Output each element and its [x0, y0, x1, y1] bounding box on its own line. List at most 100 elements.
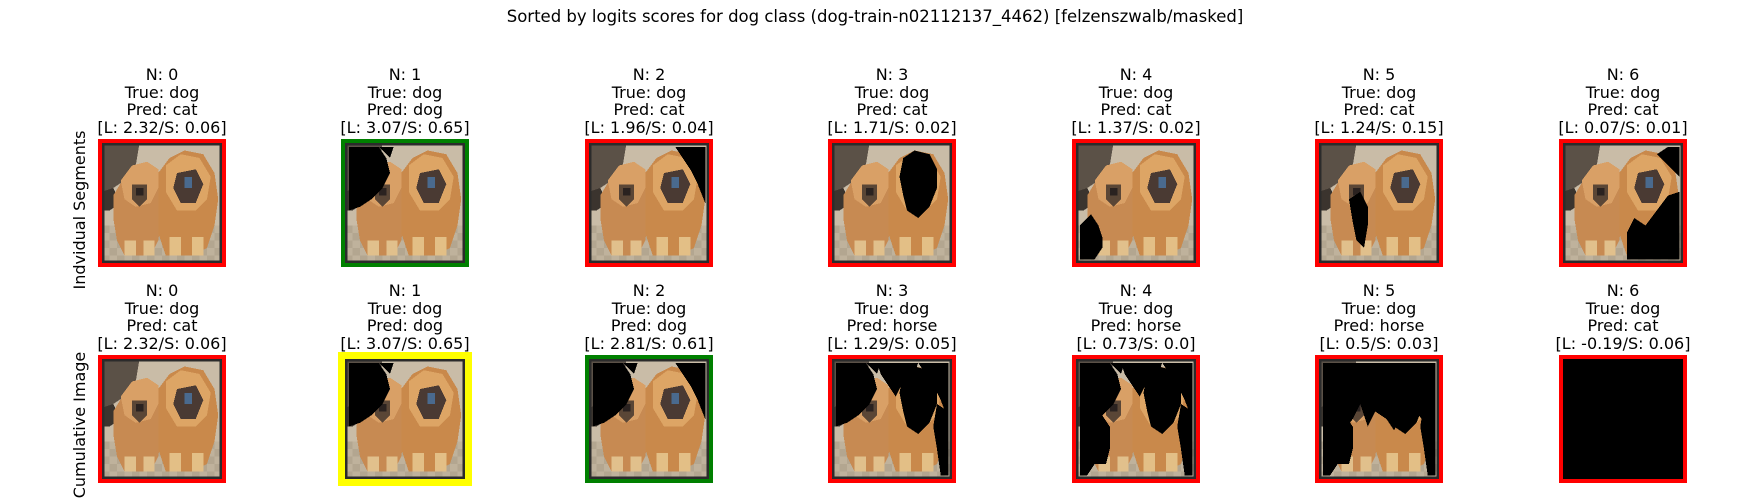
dog-image	[589, 359, 709, 479]
cell-index: N: 6	[1606, 65, 1640, 84]
cell-pred-label: Pred: cat	[1343, 100, 1415, 120]
image-tile	[828, 355, 956, 483]
cell-index: N: 4	[1119, 65, 1153, 84]
cell-pred-label: Pred: cat	[1587, 100, 1659, 120]
cell-true-label: True: dog	[1098, 82, 1174, 102]
cell-pred-label: Pred: cat	[1587, 316, 1659, 336]
cell-score: [L: 2.81/S: 0.61]	[584, 333, 714, 353]
cell-score: [L: -0.19/S: 0.06]	[1555, 333, 1691, 353]
cell-true-label: True: dog	[854, 82, 930, 102]
cell-true-label: True: dog	[611, 298, 687, 318]
cell-score: [L: 2.32/S: 0.06]	[97, 117, 227, 137]
cell-index: N: 1	[388, 65, 422, 84]
image-tile	[341, 139, 469, 267]
image-tile	[1072, 355, 1200, 483]
image-tile	[585, 355, 713, 483]
row-label: Indvidual Segments	[70, 130, 89, 290]
dog-image	[1319, 143, 1439, 263]
cell-pred-label: Pred: cat	[613, 100, 685, 120]
cell-score: [L: 1.37/S: 0.02]	[1071, 117, 1201, 137]
dog-image	[832, 143, 952, 263]
cell-true-label: True: dog	[1585, 82, 1661, 102]
cell-true-label: True: dog	[1341, 82, 1417, 102]
cell-true-label: True: dog	[124, 298, 200, 318]
cell-pred-label: Pred: horse	[1333, 316, 1425, 336]
dog-image	[345, 143, 465, 263]
cell-index: N: 5	[1362, 281, 1396, 300]
dog-image	[102, 359, 222, 479]
cell-pred-label: Pred: cat	[1100, 100, 1172, 120]
cell-true-label: True: dog	[854, 298, 930, 318]
image-tile	[585, 139, 713, 267]
cell-score: [L: 1.29/S: 0.05]	[827, 333, 957, 353]
cell-score: [L: 1.24/S: 0.15]	[1314, 117, 1444, 137]
cell-score: [L: 2.32/S: 0.06]	[97, 333, 227, 353]
figure-title: Sorted by logits scores for dog class (d…	[506, 7, 1244, 26]
image-tile	[1559, 355, 1687, 483]
dog-image	[1319, 359, 1439, 479]
cell-true-label: True: dog	[611, 82, 687, 102]
image-tile	[1315, 355, 1443, 483]
cell-score: [L: 0.73/S: 0.0]	[1076, 333, 1196, 353]
dog-image	[102, 143, 222, 263]
cell-index: N: 3	[875, 65, 909, 84]
image-tile	[338, 352, 472, 486]
cell-pred-label: Pred: cat	[126, 316, 198, 336]
image-tile	[828, 139, 956, 267]
cell-score: [L: 0.07/S: 0.01]	[1558, 117, 1688, 137]
cell-pred-label: Pred: horse	[1090, 316, 1182, 336]
cell-pred-label: Pred: dog	[366, 316, 444, 336]
image-tile	[1315, 139, 1443, 267]
cell-pred-label: Pred: dog	[610, 316, 688, 336]
cell-true-label: True: dog	[1341, 298, 1417, 318]
image-tile	[1072, 139, 1200, 267]
dog-image	[1563, 359, 1683, 479]
cell-pred-label: Pred: cat	[126, 100, 198, 120]
row-label: Cumulative Image	[70, 351, 89, 499]
cell-score: [L: 1.71/S: 0.02]	[827, 117, 957, 137]
cell-score: [L: 0.5/S: 0.03]	[1319, 333, 1439, 353]
dog-image	[1563, 143, 1683, 263]
cell-true-label: True: dog	[367, 298, 443, 318]
cell-index: N: 2	[632, 281, 666, 300]
cell-true-label: True: dog	[124, 82, 200, 102]
cell-index: N: 6	[1606, 281, 1640, 300]
cell-true-label: True: dog	[1585, 298, 1661, 318]
cell-index: N: 2	[632, 65, 666, 84]
cell-index: N: 0	[145, 65, 179, 84]
image-tile	[98, 139, 226, 267]
cell-index: N: 3	[875, 281, 909, 300]
cell-pred-label: Pred: horse	[846, 316, 938, 336]
image-tile	[98, 355, 226, 483]
cell-score: [L: 3.07/S: 0.65]	[340, 333, 470, 353]
cell-score: [L: 1.96/S: 0.04]	[584, 117, 714, 137]
dog-image	[832, 359, 952, 479]
cell-true-label: True: dog	[1098, 298, 1174, 318]
cell-index: N: 0	[145, 281, 179, 300]
cell-index: N: 5	[1362, 65, 1396, 84]
cell-pred-label: Pred: cat	[856, 100, 928, 120]
dog-image	[1076, 359, 1196, 479]
dog-image	[589, 143, 709, 263]
cell-index: N: 1	[388, 281, 422, 300]
image-tile	[1559, 139, 1687, 267]
dog-image	[345, 359, 465, 479]
cell-true-label: True: dog	[367, 82, 443, 102]
cell-index: N: 4	[1119, 281, 1153, 300]
cell-pred-label: Pred: dog	[366, 100, 444, 120]
cell-score: [L: 3.07/S: 0.65]	[340, 117, 470, 137]
dog-image	[1076, 143, 1196, 263]
